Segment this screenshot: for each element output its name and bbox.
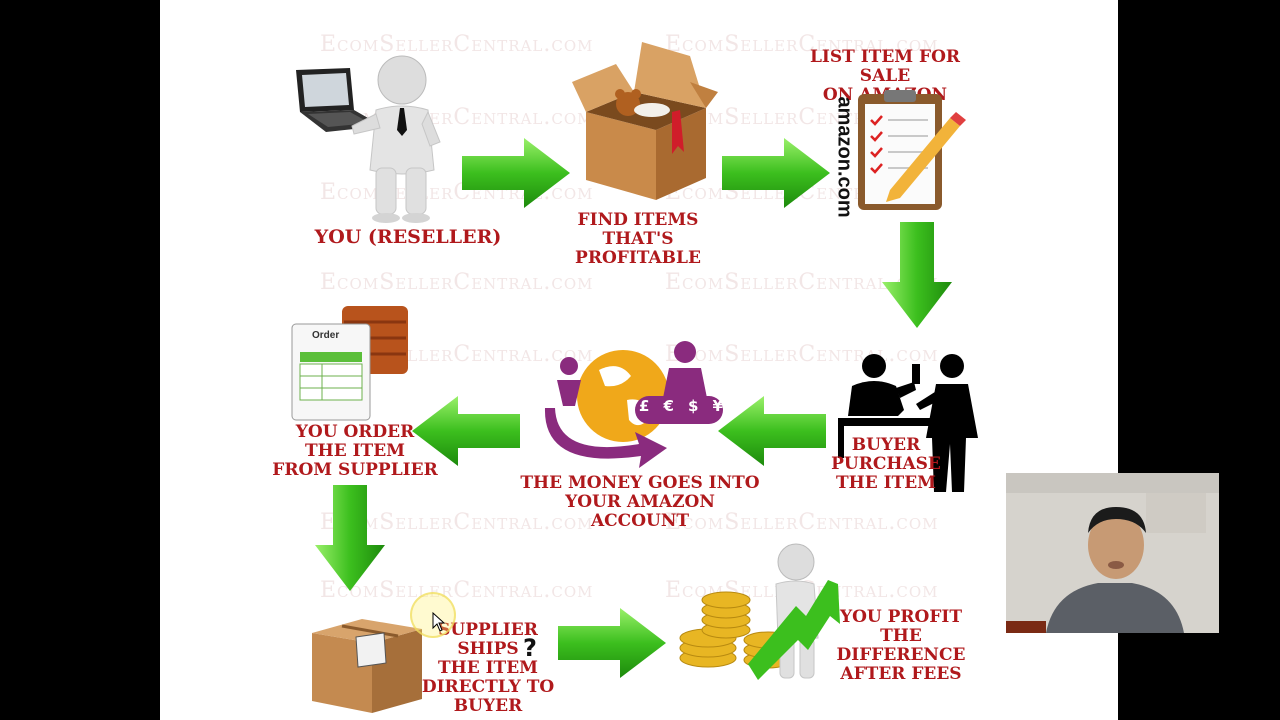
clipboard-icon (858, 90, 966, 210)
question-mark-icon: ? (523, 634, 537, 662)
watermark-text: EcomSellerCentral.com (665, 510, 939, 535)
pound-icon: £ (639, 397, 650, 415)
arrow-left-icon (412, 396, 520, 466)
reseller-figure-icon (296, 55, 441, 223)
webcam-overlay (1006, 473, 1219, 633)
order-form-label: Order (312, 330, 340, 341)
arrow-down-icon (315, 485, 385, 591)
watermark-text: EcomSellerCentral.com (320, 270, 594, 295)
presenter-video-icon (1006, 473, 1219, 633)
slide: EcomSellerCentral.com EcomSellerCentral.… (160, 0, 1118, 720)
arrow-down-icon (882, 222, 952, 328)
order-form-icon (291, 306, 408, 421)
step-profit-label: YOU PROFIT THE DIFFERENCE AFTER FEES (836, 607, 966, 684)
arrow-right-icon (722, 138, 830, 208)
watermark-text: EcomSellerCentral.com (665, 342, 939, 367)
step-find-items-label: FIND ITEMS THAT'S PROFITABLE (575, 210, 701, 268)
watermark-text: EcomSellerCentral.com (320, 578, 594, 603)
step-supplier-ships-label: SUPPLIER SHIPS THE ITEM DIRECTLY TO BUYE… (421, 620, 555, 716)
mystery-box-icon (312, 619, 422, 713)
yen-icon: ¥ (712, 397, 723, 415)
arrow-right-icon (462, 138, 570, 208)
euro-icon: € (663, 397, 674, 415)
amazon-logo-text: amazon.com (833, 96, 856, 218)
dollar-icon: $ (688, 397, 699, 415)
watermark-text: EcomSellerCentral.com (665, 32, 939, 57)
buyer-cashier-icon (838, 354, 978, 492)
amazon-logo: amazon.com (833, 96, 856, 218)
step-buyer-purchase-label: BUYER PURCHASE THE ITEM (831, 435, 941, 493)
step-order-supplier-label: YOU ORDER THE ITEM FROM SUPPLIER (272, 422, 438, 480)
money-exchange-icon (544, 341, 723, 468)
step-reseller-label: YOU (RESELLER) (314, 226, 502, 248)
arrow-left-icon (718, 396, 826, 466)
mouse-cursor-icon (432, 611, 446, 632)
currency-symbols: £ € $ ¥ (639, 397, 723, 415)
cardboard-box-icon (572, 42, 718, 200)
step-money-label: THE MONEY GOES INTO YOUR AMAZON ACCOUNT (520, 473, 760, 531)
watermark-text: EcomSellerCentral.com (320, 32, 594, 57)
arrow-right-icon (558, 608, 666, 678)
profit-coins-icon (679, 543, 840, 680)
